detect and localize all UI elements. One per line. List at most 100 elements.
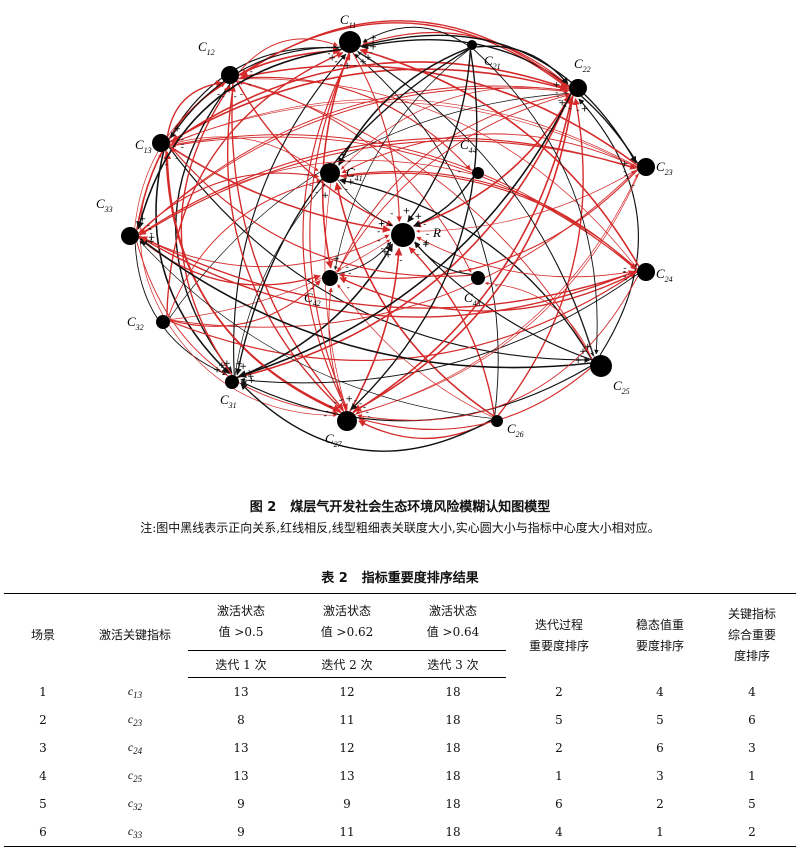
negative-edge — [240, 20, 570, 89]
negative-edge — [339, 271, 638, 312]
iteration-1-cell: 8 — [237, 713, 245, 727]
plus-sign: + — [321, 191, 329, 201]
positive-edge — [139, 238, 591, 369]
negative-edge — [353, 95, 574, 412]
figure-title: 煤层气开发社会生态环境风险模糊认知图模型 — [290, 500, 551, 515]
positive-edge — [578, 98, 640, 356]
negative-edge — [180, 85, 233, 376]
process-rank-cell: 4 — [506, 818, 612, 847]
plus-sign: + — [339, 151, 347, 161]
negative-edge — [138, 137, 636, 236]
minus-sign: - — [325, 254, 328, 264]
plus-sign: + — [403, 207, 411, 217]
minus-sign: - — [222, 92, 225, 102]
negative-edge — [171, 98, 638, 167]
negative-edge — [352, 52, 403, 223]
key-rank-cell: 5 — [748, 797, 756, 811]
header-steady-rank: 稳态值重要度排序 — [612, 593, 708, 678]
scene-cell: 2 — [39, 713, 47, 727]
figure-number: 图 2 — [249, 500, 277, 515]
plus-sign: + — [384, 250, 392, 260]
node-label-c12: C12 — [198, 39, 215, 57]
negative-edge — [237, 94, 571, 379]
node-label-c25: C25 — [613, 378, 630, 396]
minus-sign: - — [555, 88, 558, 98]
minus-sign: - — [347, 283, 350, 293]
positive-edge — [170, 46, 341, 139]
header-key-rank: 关键指标综合重要度排序 — [708, 593, 796, 678]
minus-sign: - — [623, 272, 626, 282]
minus-sign: - — [568, 104, 571, 114]
plus-sign: + — [247, 372, 255, 382]
negative-edge — [169, 68, 568, 143]
plus-sign: + — [343, 61, 351, 71]
minus-sign: - — [423, 220, 426, 230]
node-c23 — [637, 158, 655, 176]
minus-sign: - — [181, 143, 184, 153]
indicator-code: c23 — [127, 712, 143, 728]
minus-sign: - — [390, 209, 393, 219]
node-label-c23: C23 — [656, 159, 673, 177]
positive-edge — [336, 241, 392, 275]
minus-sign: - — [329, 402, 332, 412]
negative-edge — [412, 93, 572, 228]
negative-edge — [226, 84, 345, 412]
plus-sign: + — [345, 395, 353, 405]
plus-sign: + — [553, 81, 561, 91]
minus-sign: - — [380, 244, 383, 254]
key-rank-cell: 6 — [748, 713, 756, 727]
negative-edge — [321, 52, 350, 269]
steady-rank-cell: 1 — [612, 818, 708, 847]
positive-edge — [240, 273, 638, 384]
indicator-code: c13 — [127, 683, 143, 700]
plus-sign: + — [347, 178, 355, 188]
plus-sign: + — [369, 34, 377, 44]
node-label-c21: C21 — [484, 53, 501, 71]
label-layer: +---+---+-------+--------+---+-------+-+… — [96, 12, 673, 449]
header-indicator: 激活关键指标 — [82, 593, 188, 678]
process-rank-cell: 6 — [555, 797, 563, 811]
scene-cell: 6 — [4, 818, 82, 847]
iteration-1-cell: 9 — [237, 797, 245, 811]
indicator-cell: c25 — [82, 762, 188, 790]
minus-sign: - — [623, 267, 626, 277]
node-label-c44: C44 — [460, 137, 477, 155]
minus-sign: - — [248, 80, 251, 90]
node-label-c32: C32 — [127, 314, 144, 332]
minus-sign: - — [315, 187, 318, 197]
minus-sign: - — [426, 230, 429, 240]
scene-cell: 3 — [39, 741, 47, 755]
iteration-2-cell: 13 — [339, 769, 355, 783]
plus-sign: + — [173, 125, 181, 135]
negative-edge — [239, 64, 638, 166]
plus-sign: + — [218, 361, 226, 371]
negative-edge — [231, 83, 344, 411]
negative-edge — [169, 134, 636, 270]
negative-edge — [140, 236, 638, 309]
minus-sign: - — [458, 167, 461, 177]
positive-edge — [414, 242, 592, 361]
node-c22 — [569, 79, 587, 97]
iteration-1-cell: 9 — [188, 818, 294, 847]
node-label-c43: C43 — [464, 290, 481, 308]
iteration-1-cell: 13 — [233, 685, 249, 699]
iteration-3-cell: 18 — [445, 797, 461, 811]
key-rank-cell: 4 — [748, 684, 756, 699]
minus-sign: - — [576, 106, 579, 116]
indicator-code: c32 — [127, 796, 143, 812]
node-c26 — [491, 415, 503, 427]
iteration-2-cell: 11 — [339, 713, 355, 727]
minus-sign: - — [341, 258, 344, 268]
node-c43 — [471, 271, 485, 285]
negative-edge — [354, 173, 638, 415]
edge-layer — [134, 20, 640, 452]
negative-edge — [416, 236, 638, 278]
steady-rank-cell: 5 — [656, 713, 664, 727]
node-label-r: R — [432, 225, 441, 240]
plus-sign: + — [359, 58, 367, 68]
minus-sign: - — [353, 61, 356, 71]
minus-sign: - — [175, 154, 178, 164]
negative-edge — [309, 52, 351, 410]
